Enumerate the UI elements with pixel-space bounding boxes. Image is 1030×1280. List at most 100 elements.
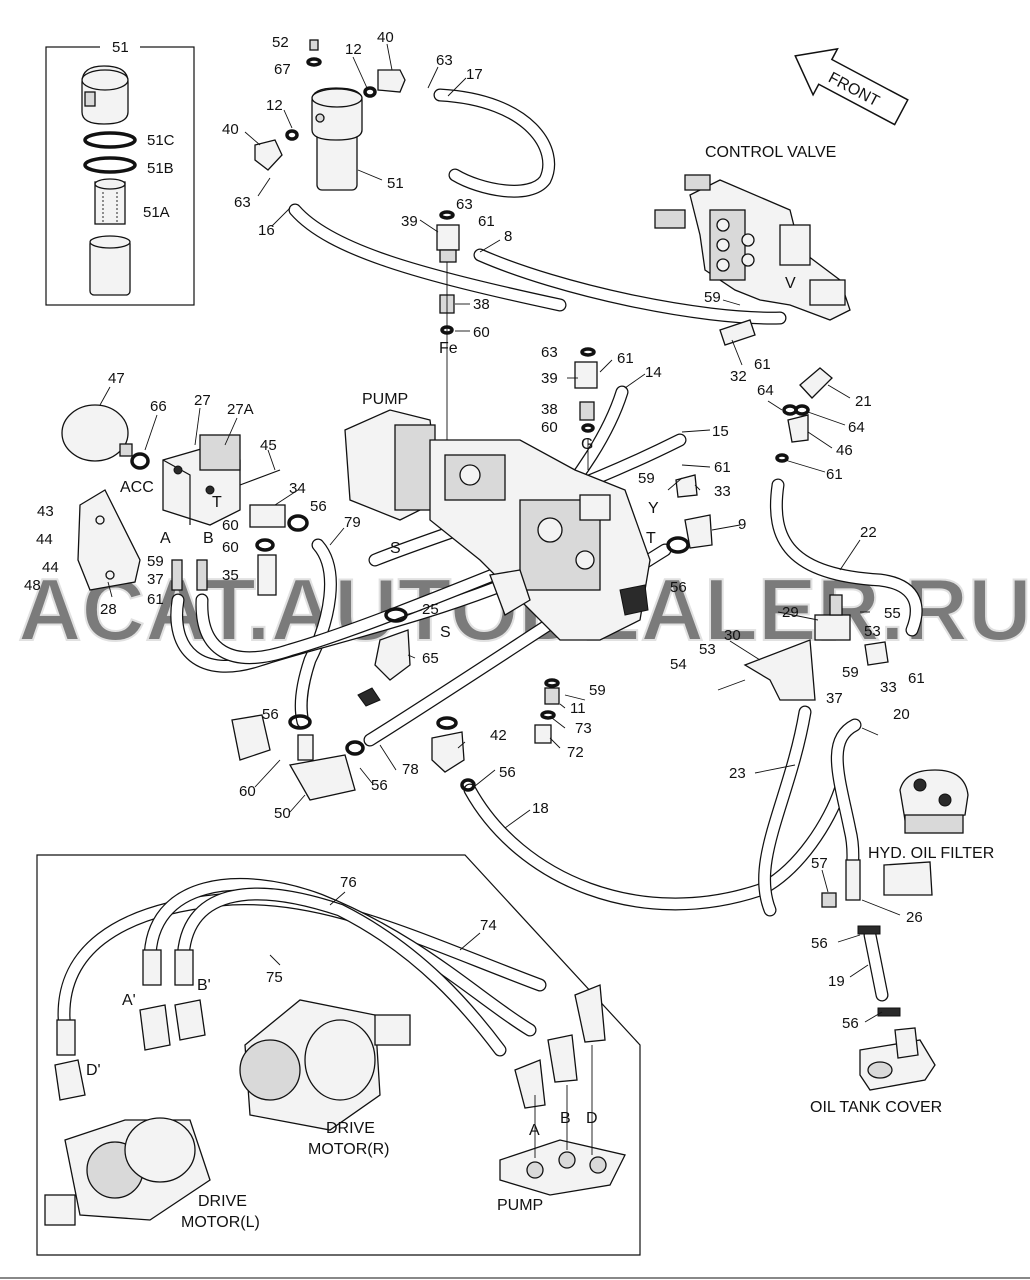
- caption-control-valve: CONTROL VALVE: [705, 144, 836, 161]
- callout-60-35: 60: [222, 539, 239, 556]
- callout-51c: 51C: [147, 132, 175, 149]
- callout-59-cv: 59: [704, 289, 721, 306]
- callout-48: 48: [24, 577, 41, 594]
- callout-39-upper: 39: [401, 213, 418, 230]
- fittings-59-60-37-35: [171, 504, 309, 596]
- hose-network: [170, 88, 923, 917]
- callout-11: 11: [570, 700, 586, 717]
- callout-64-left: 64: [757, 382, 774, 399]
- port-label-b-prime: B': [197, 977, 211, 994]
- callout-61-right: 61: [826, 466, 843, 483]
- fittings-11-72: [534, 678, 560, 744]
- callout-46: 46: [836, 442, 853, 459]
- callout-35: 35: [222, 567, 239, 584]
- callout-78: 78: [402, 761, 419, 778]
- callout-50: 50: [274, 805, 291, 822]
- port-label-acc: ACC: [120, 479, 154, 496]
- callout-numbers: 51 51C 51B 51A 52 67 12 40 63 17 12 40 5…: [24, 29, 925, 1032]
- callout-17: 17: [466, 66, 483, 83]
- callout-56-19-top: 56: [811, 935, 828, 952]
- caption-drive-motor-l-line2: MOTOR(L): [181, 1214, 260, 1231]
- port-label-y: Y: [648, 500, 659, 517]
- port-label-a-prime: A': [122, 992, 136, 1009]
- callout-43: 43: [37, 503, 54, 520]
- main-pump: [344, 409, 651, 641]
- check-valve-29-bracket-30: [666, 474, 889, 701]
- callout-59-center: 59: [589, 682, 606, 699]
- caption-hyd-oil-filter: HYD. OIL FILTER: [868, 845, 994, 862]
- callout-65: 65: [422, 650, 439, 667]
- callout-33-upper: 33: [714, 483, 731, 500]
- callout-79: 79: [344, 514, 361, 531]
- callout-75: 75: [266, 969, 283, 986]
- callout-39-lower: 39: [541, 370, 558, 387]
- callout-40-top: 40: [377, 29, 394, 46]
- filter-element-51a: [94, 178, 126, 225]
- accumulator: [61, 404, 150, 470]
- callout-20: 20: [893, 706, 910, 723]
- oil-tank-cover: [859, 1027, 936, 1091]
- callout-32: 32: [730, 368, 747, 385]
- callout-27a: 27A: [227, 401, 254, 418]
- line-filter-assembly: [254, 39, 406, 191]
- callout-9: 9: [738, 516, 746, 533]
- drive-motor-left: [44, 1117, 211, 1226]
- callout-8: 8: [504, 228, 512, 245]
- callout-61-lower-right: 61: [908, 670, 925, 687]
- callout-56-50: 56: [262, 706, 279, 723]
- callout-44-lower: 44: [42, 559, 59, 576]
- suction-fitting-65: [357, 607, 411, 707]
- callout-56-19-bottom: 56: [842, 1015, 859, 1032]
- callout-51: 51: [387, 175, 404, 192]
- port-label-g: G: [581, 436, 593, 453]
- tee-fitting-39-upper: [436, 210, 460, 450]
- callout-67: 67: [274, 61, 291, 78]
- solenoid-valve-block: [162, 434, 281, 526]
- port-label-pump-a: A: [529, 1122, 540, 1139]
- pump-port-plate: [499, 1045, 626, 1196]
- caption-drive-motor-r-line1: DRIVE: [326, 1120, 375, 1137]
- callout-63-fe: 63: [456, 196, 473, 213]
- callout-55: 55: [884, 605, 901, 622]
- caption-pump-top: PUMP: [362, 391, 408, 408]
- callout-61-upper: 61: [478, 213, 495, 230]
- callout-22: 22: [860, 524, 877, 541]
- callout-23: 23: [729, 765, 746, 782]
- callout-21: 21: [855, 393, 872, 410]
- control-valve: [654, 174, 851, 346]
- callout-56-pump: 56: [670, 579, 687, 596]
- callout-16: 16: [258, 222, 275, 239]
- callout-61-15: 61: [714, 459, 731, 476]
- callout-27: 27: [194, 392, 211, 409]
- front-direction-arrow: FRONT: [794, 47, 909, 126]
- callout-60-lower: 60: [541, 419, 558, 436]
- callout-44-upper: 44: [36, 531, 53, 548]
- filter-head-part: [81, 65, 129, 125]
- port-label-t-block: T: [212, 494, 222, 511]
- mounting-bracket-28: [77, 489, 141, 591]
- callout-72: 72: [567, 744, 584, 761]
- callout-60-50: 60: [239, 783, 256, 800]
- callout-59-block: 59: [147, 553, 164, 570]
- callout-47: 47: [108, 370, 125, 387]
- tee-fitting-26-and-hose-19: [821, 859, 901, 1017]
- callout-73: 73: [575, 720, 592, 737]
- suction-fitting-42: [431, 716, 476, 792]
- leader-lines: [99, 43, 901, 1023]
- tee-fitting-39-lower: [574, 347, 598, 470]
- hydraulic-oil-filter: [883, 769, 969, 896]
- callout-38-lower: 38: [541, 401, 558, 418]
- caption-oil-tank-cover: OIL TANK COVER: [810, 1099, 942, 1116]
- callout-57: 57: [811, 855, 828, 872]
- callout-52: 52: [272, 34, 289, 51]
- callout-40-left: 40: [222, 121, 239, 138]
- caption-drive-motor-r-line2: MOTOR(R): [308, 1141, 389, 1158]
- port-label-d-prime: D': [86, 1062, 101, 1079]
- callout-37-right: 37: [826, 690, 843, 707]
- caption-drive-motor-l-line1: DRIVE: [198, 1193, 247, 1210]
- callout-56-34: 56: [310, 498, 327, 515]
- callout-61-block: 61: [147, 591, 164, 608]
- callout-63-top: 63: [436, 52, 453, 69]
- filter-bowl-part: [89, 235, 131, 296]
- filter-breakdown-box: [45, 45, 195, 306]
